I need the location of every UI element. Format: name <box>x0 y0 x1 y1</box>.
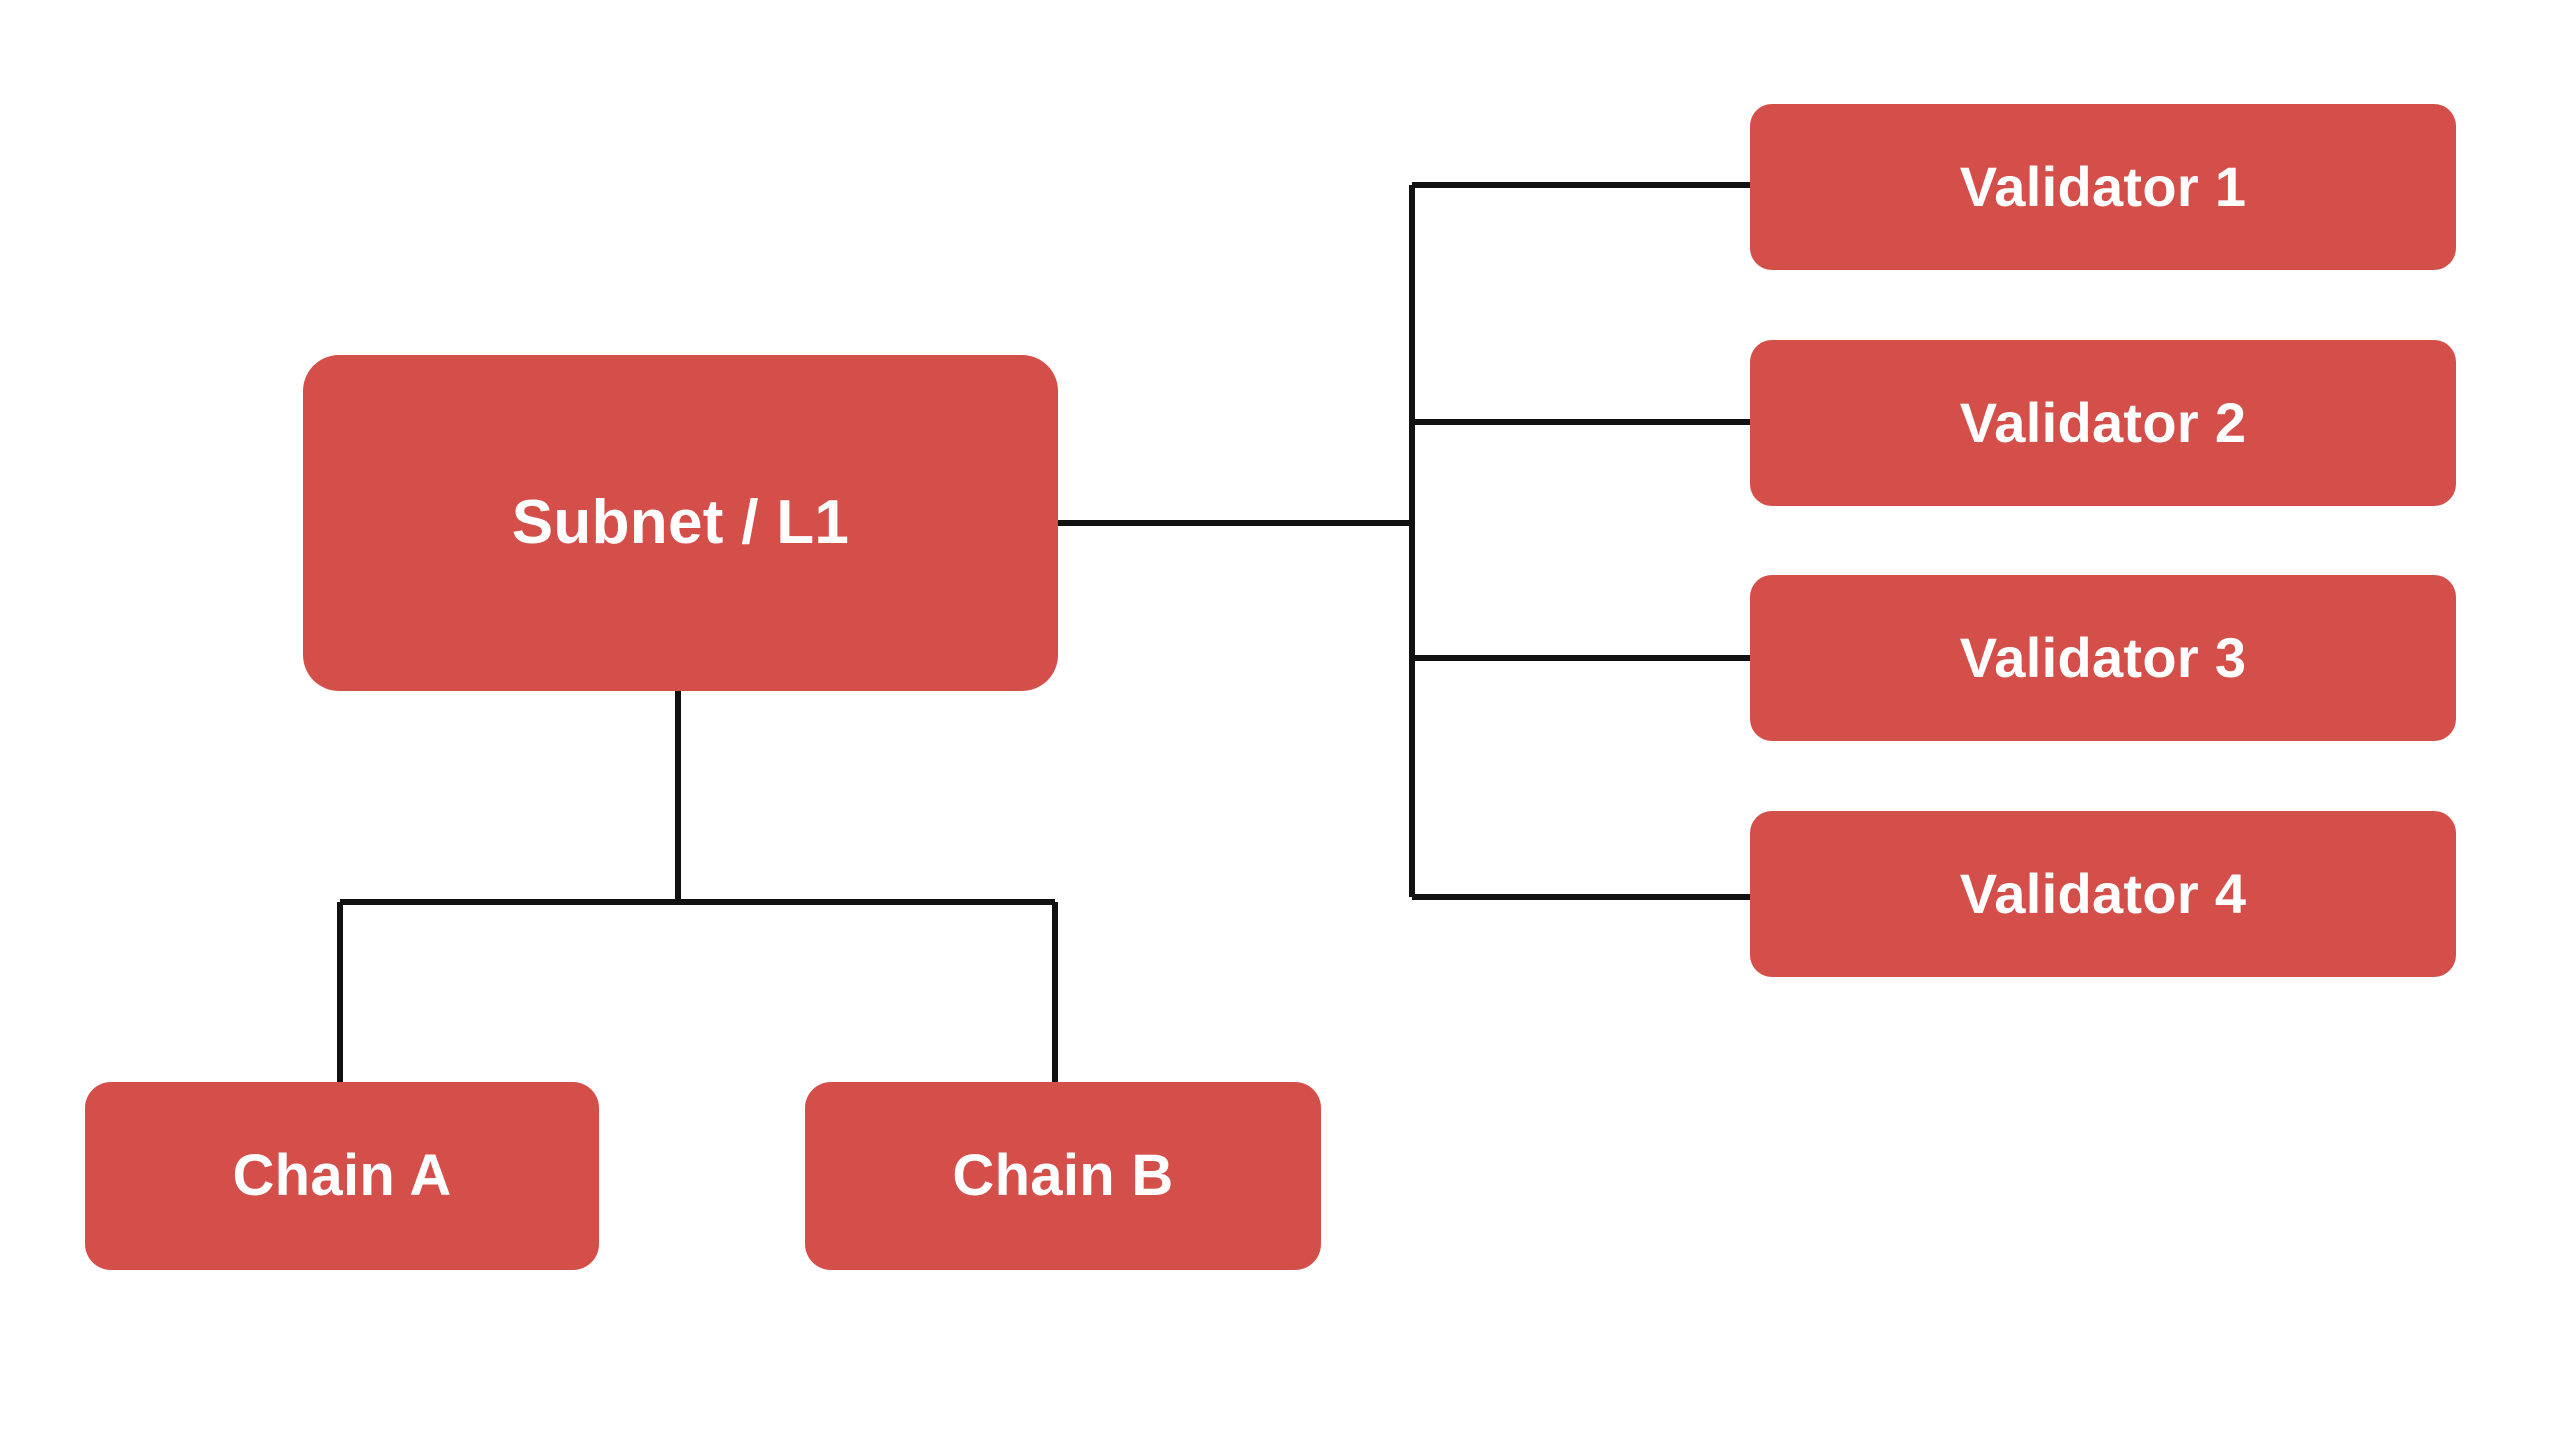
node-subnet-l1-label: Subnet / L1 <box>511 488 850 557</box>
node-validator-2[interactable]: Validator 2 <box>1750 340 2456 506</box>
node-chain-a[interactable]: Chain A <box>85 1082 599 1270</box>
node-chain-b-label: Chain B <box>952 1143 1174 1208</box>
node-validator-3-label: Validator 3 <box>1959 626 2247 689</box>
node-validator-4[interactable]: Validator 4 <box>1750 811 2456 977</box>
node-validator-3[interactable]: Validator 3 <box>1750 575 2456 741</box>
node-subnet-l1[interactable]: Subnet / L1 <box>303 355 1058 691</box>
node-chain-b[interactable]: Chain B <box>805 1082 1321 1270</box>
node-validator-4-label: Validator 4 <box>1959 862 2247 925</box>
node-validator-2-label: Validator 2 <box>1959 391 2247 454</box>
node-validator-1[interactable]: Validator 1 <box>1750 104 2456 270</box>
node-chain-a-label: Chain A <box>232 1143 452 1208</box>
node-validator-1-label: Validator 1 <box>1959 155 2247 218</box>
